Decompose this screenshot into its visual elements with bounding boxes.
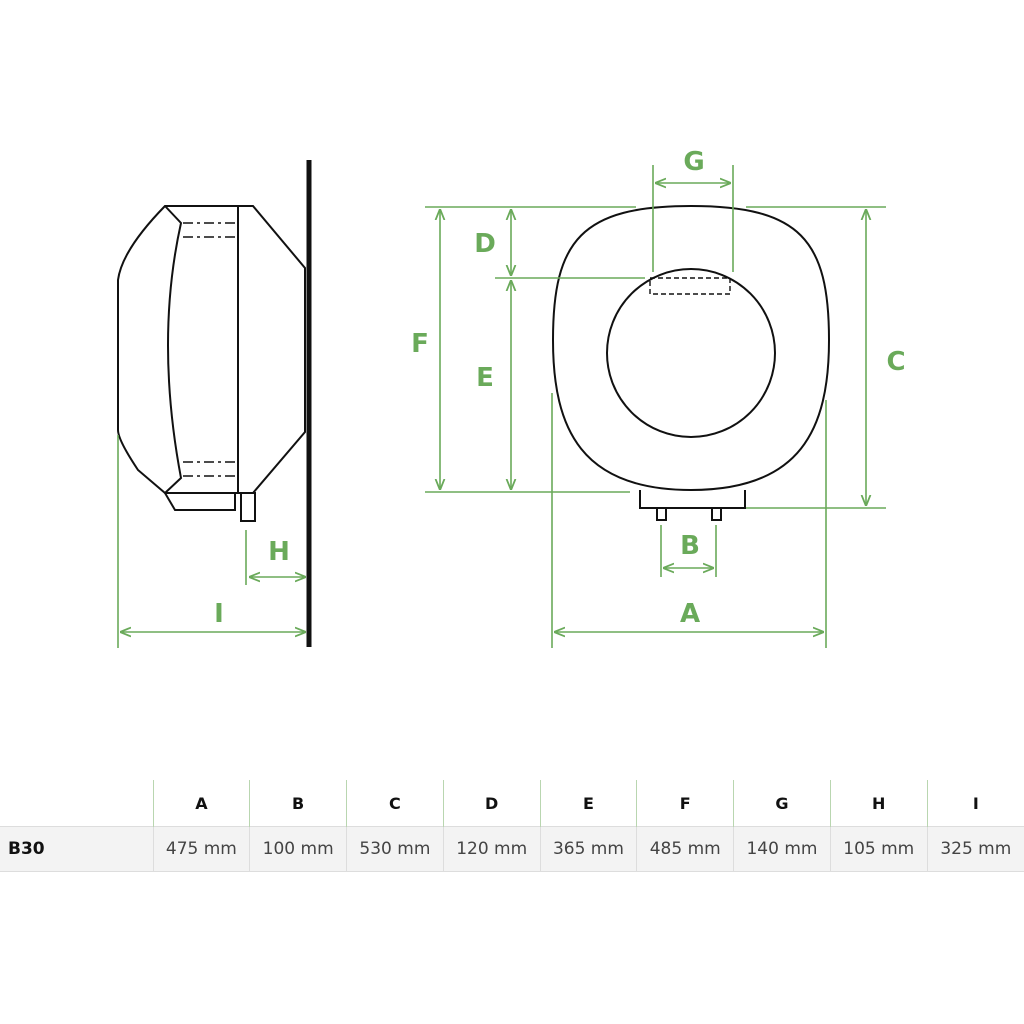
header-cell: A bbox=[152, 780, 250, 827]
label-d: D bbox=[474, 229, 496, 259]
value-cell: 100 mm bbox=[249, 826, 347, 872]
value-cell: 485 mm bbox=[636, 826, 734, 872]
header-cell: D bbox=[442, 780, 541, 827]
label-c: C bbox=[886, 347, 905, 377]
dimensions-table: A B C D E F G H I B30 475 mm 100 mm 530 … bbox=[0, 780, 1024, 872]
label-a: A bbox=[680, 599, 700, 629]
value-cell: 105 mm bbox=[829, 826, 928, 872]
value-cell: 475 mm bbox=[152, 826, 250, 872]
table-row: B30 475 mm 100 mm 530 mm 120 mm 365 mm 4… bbox=[0, 826, 1024, 872]
front-view bbox=[551, 204, 831, 521]
value-cell: 530 mm bbox=[346, 826, 444, 872]
header-cell: E bbox=[539, 780, 637, 827]
label-g: G bbox=[683, 147, 704, 177]
side-view bbox=[117, 160, 312, 647]
header-cell: G bbox=[733, 780, 831, 827]
header-cell: F bbox=[636, 780, 734, 827]
header-cell: C bbox=[346, 780, 444, 827]
value-cell: 140 mm bbox=[733, 826, 831, 872]
value-cell: 120 mm bbox=[442, 826, 541, 872]
label-h: H bbox=[268, 537, 290, 567]
table-header-row: A B C D E F G H I bbox=[0, 780, 1024, 827]
header-cell: H bbox=[829, 780, 928, 827]
header-cell: I bbox=[926, 780, 1024, 827]
value-cell: 325 mm bbox=[926, 826, 1024, 872]
model-cell: B30 bbox=[0, 826, 153, 872]
header-cell: B bbox=[249, 780, 347, 827]
label-i: I bbox=[214, 599, 224, 629]
header-cell bbox=[0, 780, 153, 827]
dimension-lines bbox=[117, 165, 886, 648]
value-cell: 365 mm bbox=[539, 826, 637, 872]
label-b: B bbox=[680, 531, 700, 561]
label-f: F bbox=[411, 329, 429, 359]
label-e: E bbox=[476, 363, 494, 393]
dimension-diagram: G D F E C B A H I bbox=[117, 147, 906, 648]
